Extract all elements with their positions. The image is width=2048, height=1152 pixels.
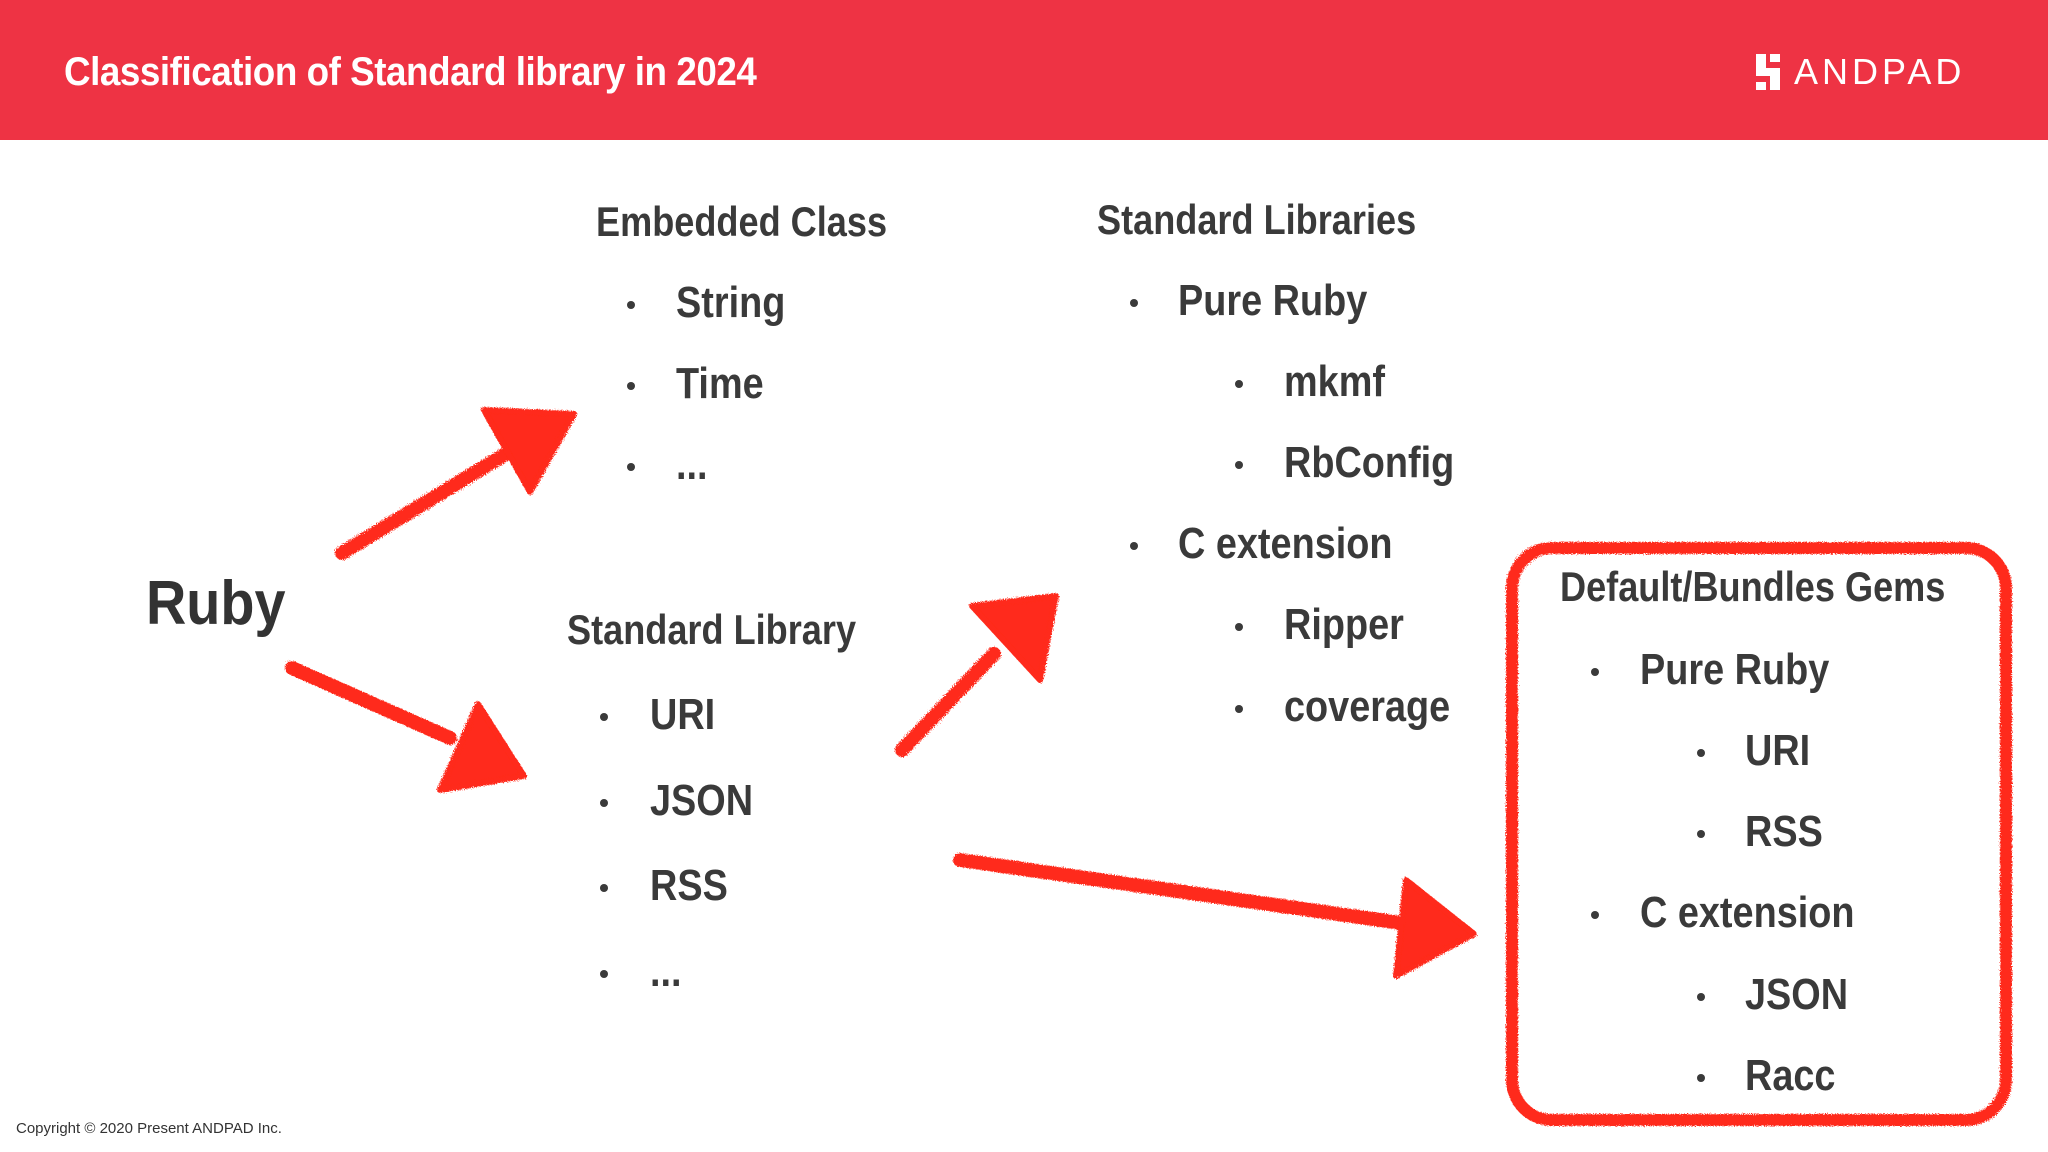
standard-library-item: ... [650,947,682,996]
logo-text: ANDPAD [1794,51,1966,92]
arrow-to-standard-library [285,661,527,793]
bullet [1591,911,1599,919]
ruby-root-label: Ruby [146,569,286,638]
bullet [1235,461,1243,469]
standard-library-item: JSON [650,776,754,825]
standard-library-title: Standard Library [567,606,857,653]
standard-libraries-item: coverage [1284,682,1451,731]
standard-libraries-item: mkmf [1284,357,1385,406]
copyright-text: Copyright © 2020 Present ANDPAD Inc. [16,1120,282,1137]
gems-item: Racc [1745,1051,1836,1100]
gems-item: RSS [1745,807,1823,856]
bullet [1697,830,1705,838]
embedded-class-item: String [676,278,786,327]
gems-item: JSON [1745,970,1849,1019]
standard-libraries-item: Ripper [1284,600,1404,649]
bullet [1130,299,1138,307]
bullet [1697,749,1705,757]
standard-libraries-group-label: Pure Ruby [1178,276,1368,325]
bullet [627,463,635,471]
bullet [600,713,608,721]
embedded-class-item: ... [676,440,708,489]
embedded-class-item: Time [676,359,764,408]
default-bundles-gems-title: Default/Bundles Gems [1560,563,1946,610]
bullet [600,970,608,978]
embedded-class-title: Embedded Class [596,198,888,245]
arrow-to-standard-libraries [895,593,1059,757]
bullet [627,382,635,390]
andpad-logo: ANDPAD [1756,51,1966,92]
header-bar [0,0,2048,140]
arrow-to-default-bundles-gems [953,853,1477,979]
bullet [1235,623,1243,631]
bullet [627,301,635,309]
standard-libraries-title: Standard Libraries [1097,196,1417,243]
bullet [1697,993,1705,1001]
standard-library-item: URI [650,690,716,739]
bullet [1697,1074,1705,1082]
bullet [1235,380,1243,388]
bullet [600,799,608,807]
page-title: Classification of Standard library in 20… [64,50,757,94]
bullet [1235,705,1243,713]
bullet [600,884,608,892]
gems-group-label: Pure Ruby [1640,645,1830,694]
andpad-logo-icon [1756,54,1780,90]
standard-library-item: RSS [650,861,728,910]
bullet [1130,542,1138,550]
gems-group-label: C extension [1640,888,1855,937]
standard-libraries-item: RbConfig [1284,438,1455,487]
bullet [1591,668,1599,676]
standard-libraries-group-label: C extension [1178,519,1393,568]
gems-item: URI [1745,726,1811,775]
arrow-to-embedded-class [335,407,577,560]
